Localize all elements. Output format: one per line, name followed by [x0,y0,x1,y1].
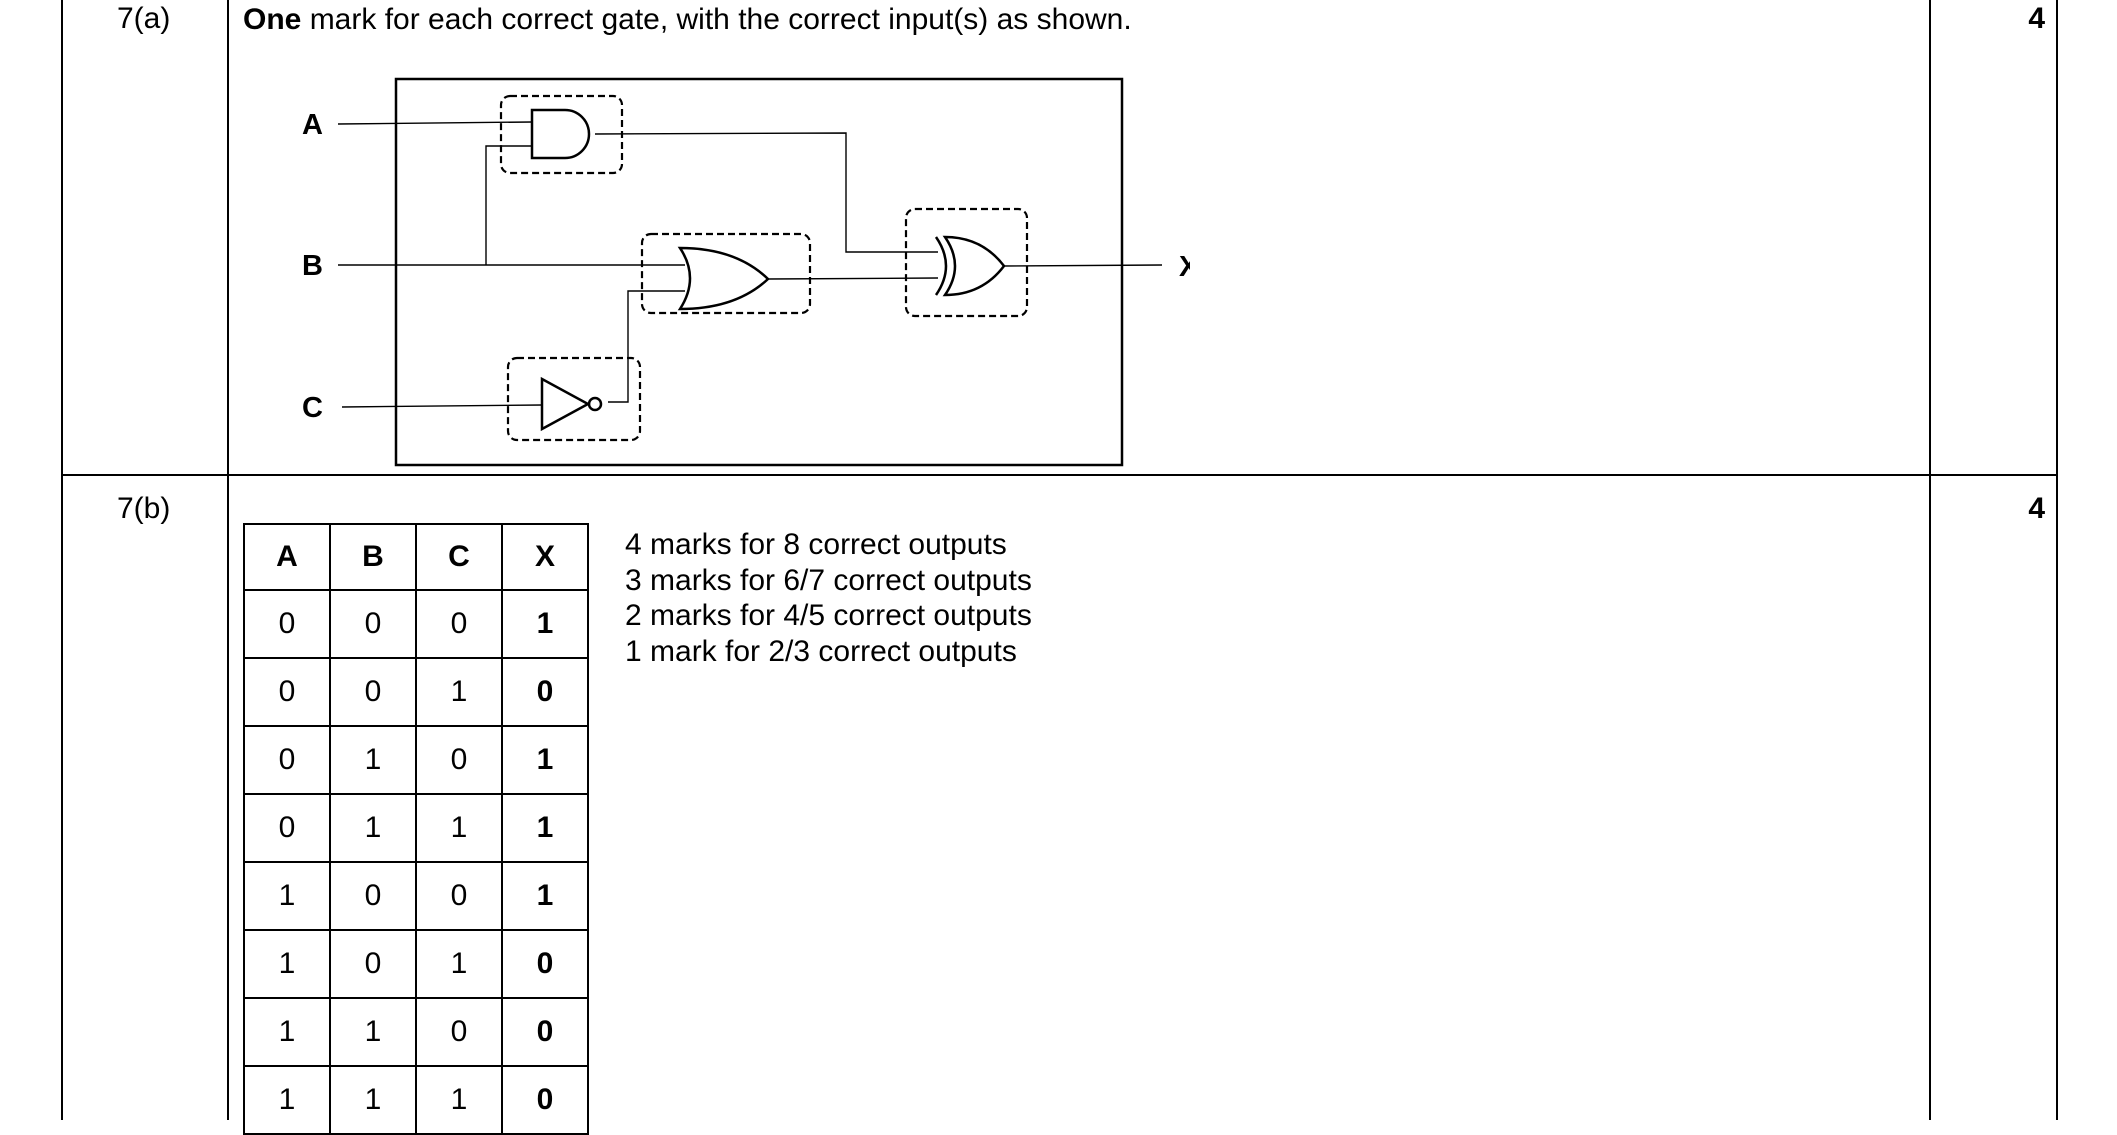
cell-x: 0 [501,997,589,1067]
wire-a [337,121,533,125]
wire-xor-out [1002,264,1163,267]
xor-gate-box [904,207,1029,318]
mark-scheme-line: 3 marks for 6/7 correct outputs [625,563,1032,597]
table-border-right [2056,0,2058,1120]
cell-x: 1 [501,793,589,863]
input-label-b: B [302,250,323,282]
marks-7a: 4 [2028,2,2045,35]
table-border-left [61,0,63,1120]
header-x: X [501,523,589,591]
table-row: 0 0 1 0 [243,657,589,727]
cell-b: 0 [329,657,417,727]
table-row: 1 0 0 1 [243,861,589,931]
cell-a: 1 [243,861,331,931]
cell-c: 1 [415,929,503,999]
wires [337,121,1163,408]
input-label-c: C [302,392,323,424]
instruction-rest: mark for each correct gate, with the cor… [301,3,1132,36]
cell-c: 0 [415,725,503,795]
or-gate [677,246,770,311]
cell-c: 1 [415,1065,503,1135]
question-number-7a: 7(a) [117,2,171,35]
cell-a: 1 [243,1065,331,1135]
cell-b: 0 [329,861,417,931]
header-b: B [329,523,417,591]
xor-gate [934,235,1006,297]
table-row: 0 1 0 1 [243,725,589,795]
table-row: 1 0 1 0 [243,929,589,999]
cell-a: 0 [243,725,331,795]
cell-b: 0 [329,929,417,999]
cell-c: 0 [415,861,503,931]
and-gate [530,108,591,160]
cell-x: 1 [501,725,589,795]
or-gate-box [640,232,812,315]
header-c: C [415,523,503,591]
table-row: 1 1 1 0 [243,1065,589,1135]
wire-b-branch [485,145,532,265]
logic-circuit-diagram: A B C X [302,77,1190,467]
instruction-bold: One [243,3,302,36]
instruction-text: One mark for each correct gate, with the… [243,2,1132,38]
table-row: 0 1 1 1 [243,793,589,863]
cell-x: 0 [501,929,589,999]
wire-and-out [594,132,938,253]
table-border-marks [1929,0,1931,1120]
cell-a: 0 [243,793,331,863]
table-border-qnum [227,0,229,1120]
cell-b: 1 [329,725,417,795]
input-label-a: A [302,109,323,141]
wire-c [341,404,543,408]
cell-c: 1 [415,793,503,863]
cell-a: 1 [243,929,331,999]
table-row: 0 0 0 1 [243,589,589,659]
cell-x: 0 [501,1065,589,1135]
wire-not-out [608,290,685,403]
header-a: A [243,523,331,591]
cell-b: 1 [329,997,417,1067]
marks-7b: 4 [2028,492,2045,525]
cell-c: 1 [415,657,503,727]
cell-b: 1 [329,1065,417,1135]
not-gate-box [506,356,642,442]
cell-a: 0 [243,657,331,727]
mark-scheme-line: 4 marks for 8 correct outputs [625,528,1007,561]
wire-or-out [767,277,939,280]
truth-table: A B C X 0 0 0 1 0 0 1 0 0 1 0 1 0 1 1 1 … [243,523,589,1135]
cell-x: 1 [501,589,589,659]
question-number-7b: 7(b) [117,492,171,525]
row-divider [61,474,2058,476]
diagram-frame [394,77,1124,467]
output-label-x: X [1179,251,1190,283]
cell-c: 0 [415,997,503,1067]
mark-scheme-line: 1 mark for 2/3 correct outputs [625,634,1017,668]
cell-b: 0 [329,589,417,659]
truth-table-header-row: A B C X [243,523,589,591]
cell-x: 1 [501,861,589,931]
not-gate [540,376,603,432]
cell-a: 0 [243,589,331,659]
cell-a: 1 [243,997,331,1067]
table-row: 1 1 0 0 [243,997,589,1067]
mark-scheme-line: 2 marks for 4/5 correct outputs [625,599,1032,632]
cell-x: 0 [501,657,589,727]
mark-scheme: 4 marks for 8 correct outputs 3 marks fo… [625,527,1032,669]
cell-b: 1 [329,793,417,863]
cell-c: 0 [415,589,503,659]
